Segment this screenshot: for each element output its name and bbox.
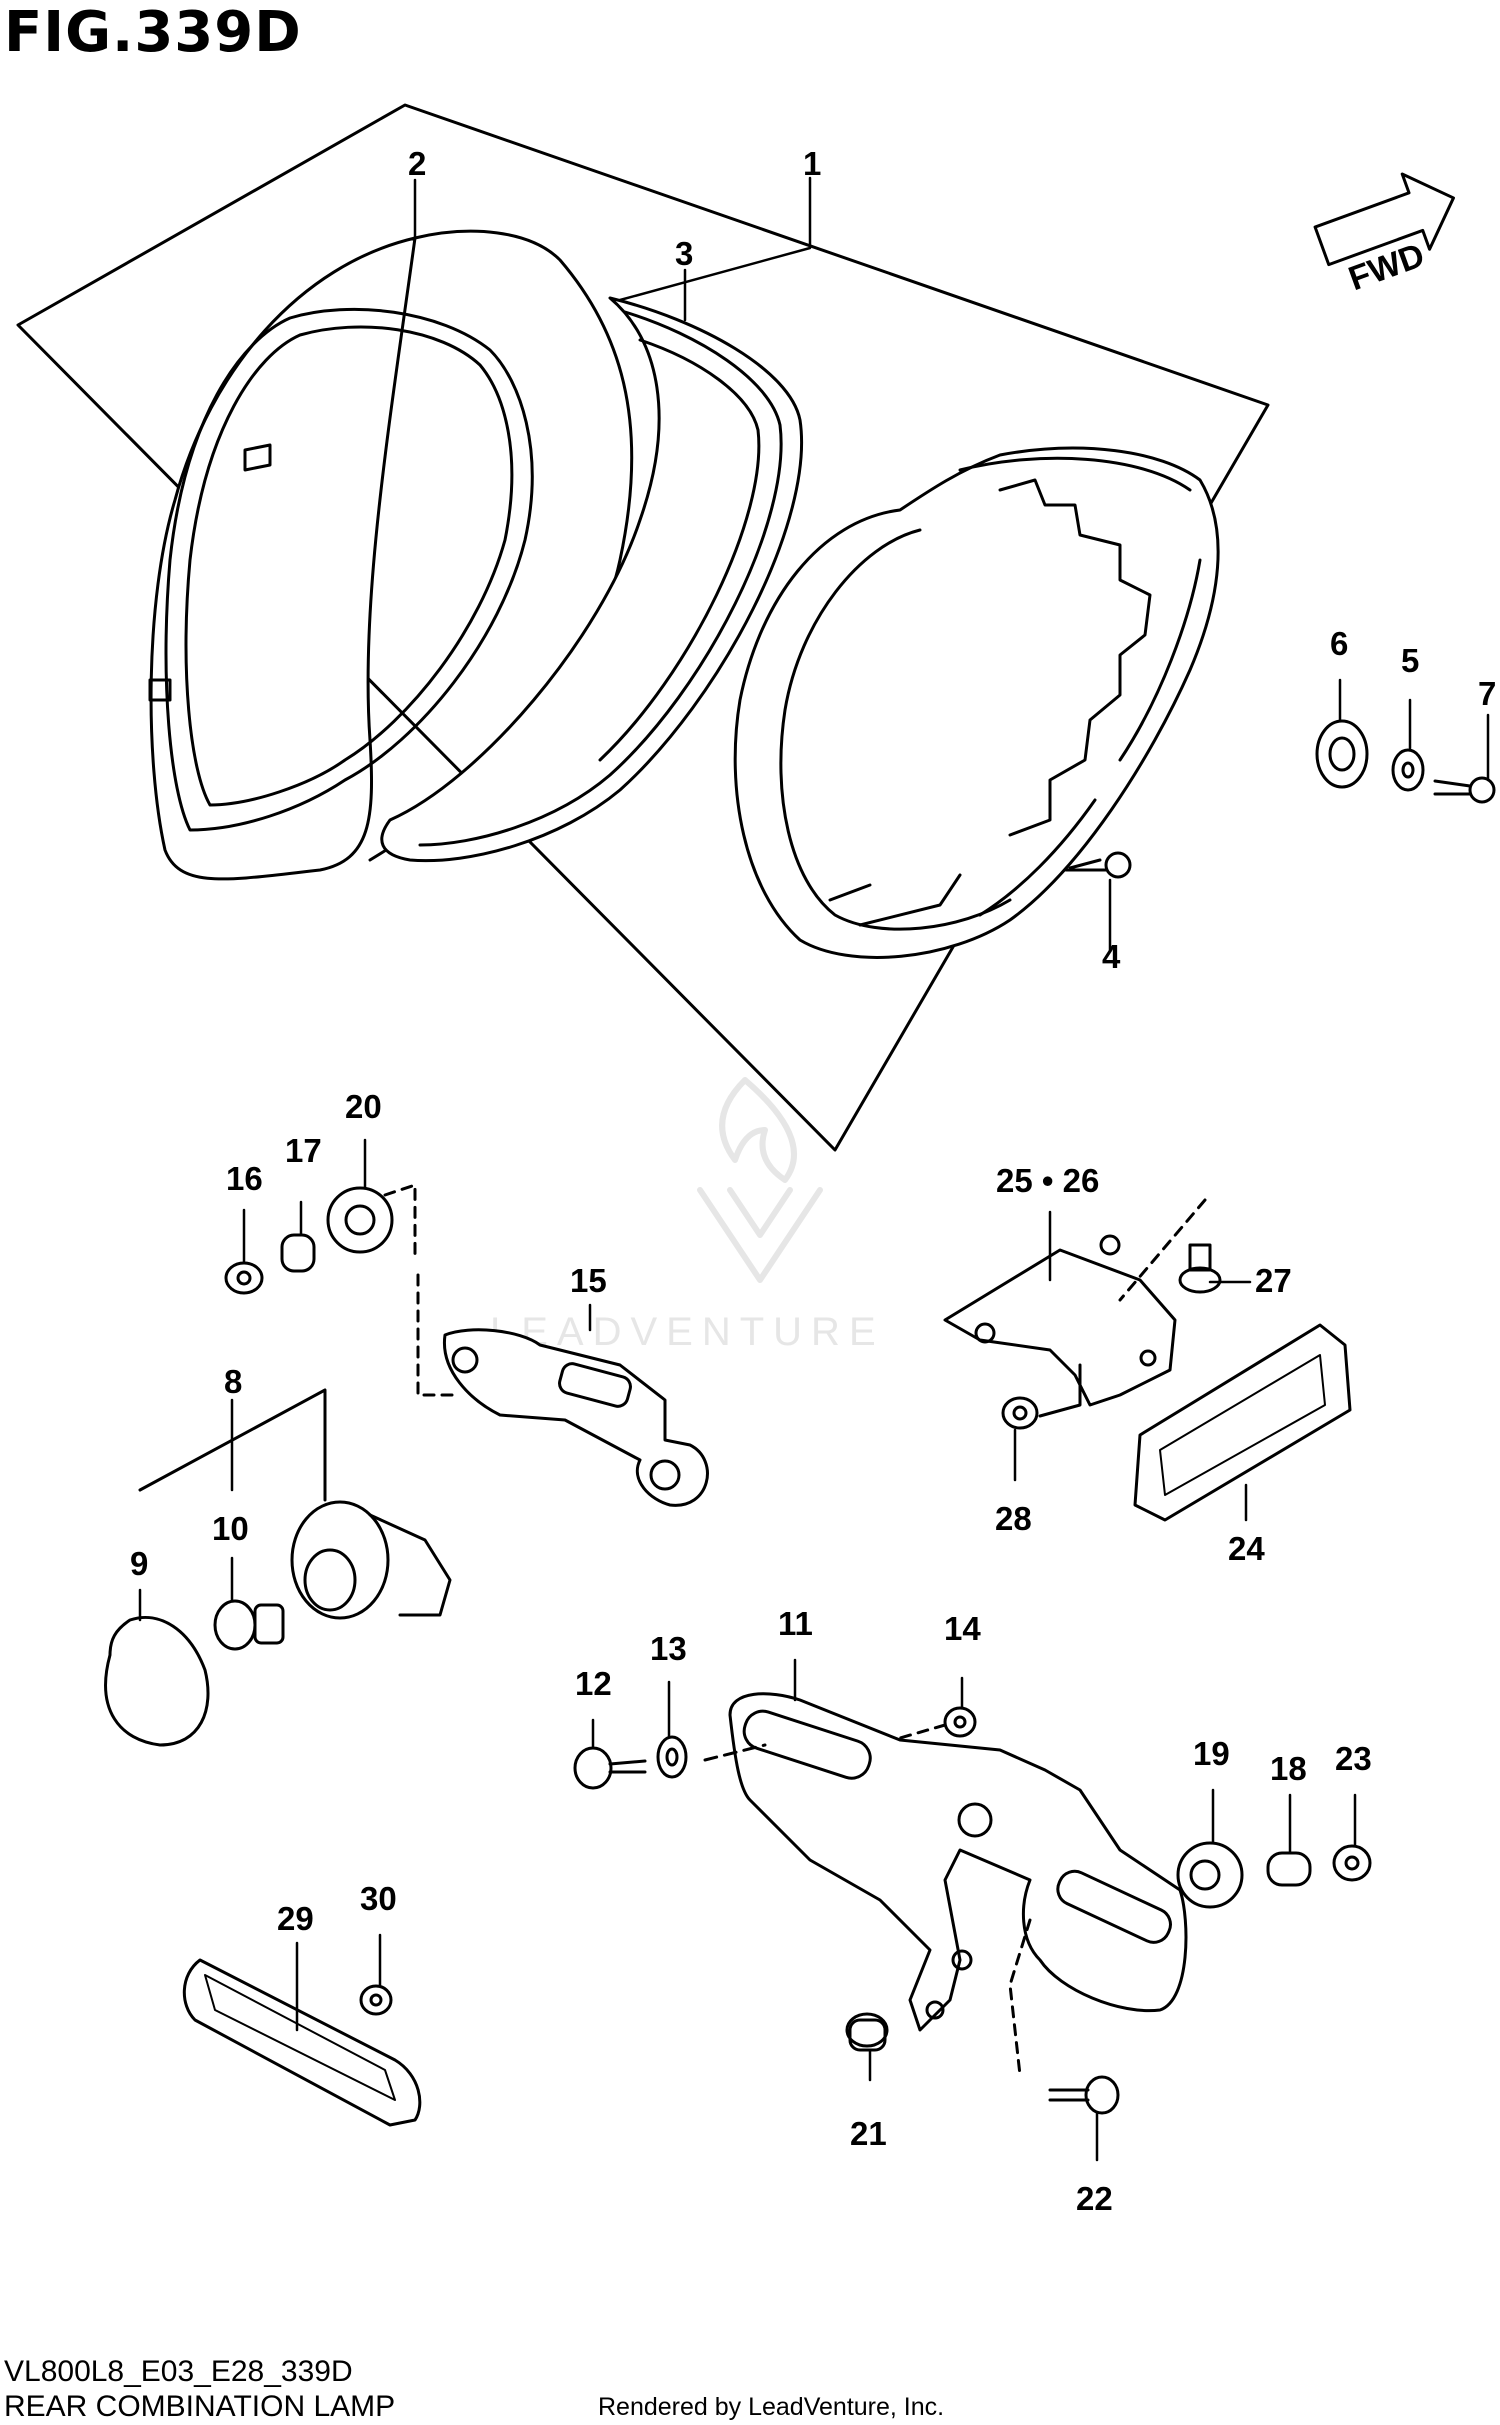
callout-8: 8 xyxy=(224,1363,242,1400)
callout-30: 30 xyxy=(360,1880,397,1917)
part-15-bracket xyxy=(442,1328,709,1507)
callout-14: 14 xyxy=(944,1610,981,1647)
callout-17: 17 xyxy=(285,1132,322,1169)
part-1-lamp-housing xyxy=(733,446,1220,959)
callout-12: 12 xyxy=(575,1665,612,1702)
callout-25-26: 25 • 26 xyxy=(996,1162,1099,1199)
part-25-26-bracket xyxy=(943,1234,1177,1407)
part-11-license-bracket xyxy=(728,1692,1188,2032)
callout-13: 13 xyxy=(650,1630,687,1667)
watermark-logo xyxy=(697,1077,823,1283)
callout-19: 19 xyxy=(1193,1735,1230,1772)
leader-dashed-11 xyxy=(703,1743,767,1762)
callout-24: 24 xyxy=(1228,1530,1265,1567)
model-code: VL800L8_E03_E28_339D xyxy=(4,2355,353,2388)
part-7-screw xyxy=(1433,776,1496,804)
part-10-bulb xyxy=(213,1599,285,1651)
part-17-collar xyxy=(280,1233,316,1273)
callout-3: 3 xyxy=(675,235,693,272)
callout-9: 9 xyxy=(130,1545,148,1582)
part-21-collar xyxy=(845,2012,889,2052)
diagram-caption: REAR COMBINATION LAMP xyxy=(4,2390,396,2423)
leader-dashed-22 xyxy=(1008,1918,1032,2077)
callout-18: 18 xyxy=(1270,1750,1307,1787)
callout-21: 21 xyxy=(850,2115,887,2152)
callout-16: 16 xyxy=(226,1160,263,1197)
callout-29: 29 xyxy=(277,1900,314,1937)
callout-22: 22 xyxy=(1076,2180,1113,2217)
part-22-bolt xyxy=(1048,2075,1120,2115)
part-4-screw xyxy=(1064,851,1132,879)
assembly-box xyxy=(16,103,1270,1152)
part-16-nut xyxy=(224,1261,264,1295)
callout-5: 5 xyxy=(1401,642,1419,679)
leader-dashed-14 xyxy=(898,1723,947,1740)
callout-28: 28 xyxy=(995,1500,1032,1537)
part-23-nut xyxy=(1332,1844,1372,1882)
callout-4: 4 xyxy=(1102,938,1121,975)
callout-27: 27 xyxy=(1255,1262,1292,1299)
callout-15: 15 xyxy=(570,1262,607,1299)
callout-2: 2 xyxy=(408,145,426,182)
part-29-side-reflector xyxy=(182,1958,422,2127)
part-28-nut xyxy=(1001,1396,1039,1430)
part-24-reflector xyxy=(1133,1323,1352,1522)
callout-6: 6 xyxy=(1330,625,1348,662)
part-27-bolt xyxy=(1178,1243,1222,1294)
callout-7: 7 xyxy=(1478,675,1496,712)
watermark-text: LEADVENTURE xyxy=(490,1310,885,1354)
part-20-grommet xyxy=(326,1186,394,1254)
callout-20: 20 xyxy=(345,1088,382,1125)
callout-leaders xyxy=(138,176,1490,2162)
part-3-gasket xyxy=(380,296,803,863)
part-12-bolt xyxy=(573,1746,647,1790)
fwd-arrow-icon xyxy=(1313,172,1455,267)
callout-23: 23 xyxy=(1335,1740,1372,1777)
leader-8 xyxy=(138,1388,327,1502)
part-14-nut xyxy=(943,1706,977,1738)
part-6-grommet xyxy=(1315,719,1369,789)
callout-11: 11 xyxy=(778,1605,813,1642)
part-8-socket xyxy=(290,1500,452,1620)
part-9-signal-lens xyxy=(104,1615,210,1747)
part-30-nut xyxy=(359,1984,393,2016)
leader-dashed-20-15 xyxy=(383,1183,460,1397)
rendered-by-credit: Rendered by LeadVenture, Inc. xyxy=(598,2393,945,2421)
part-2-lamp-rim xyxy=(148,229,634,881)
callout-10: 10 xyxy=(212,1510,249,1547)
leader-28 xyxy=(1038,1363,1082,1418)
part-18-collar xyxy=(1266,1851,1312,1887)
part-13-washer xyxy=(656,1735,688,1779)
callout-1: 1 xyxy=(803,145,821,182)
leader-dashed-27 xyxy=(1118,1198,1207,1302)
part-5-washer xyxy=(1391,748,1425,792)
part-19-grommet xyxy=(1176,1841,1244,1909)
figure-title: FIG.339D xyxy=(4,0,302,65)
